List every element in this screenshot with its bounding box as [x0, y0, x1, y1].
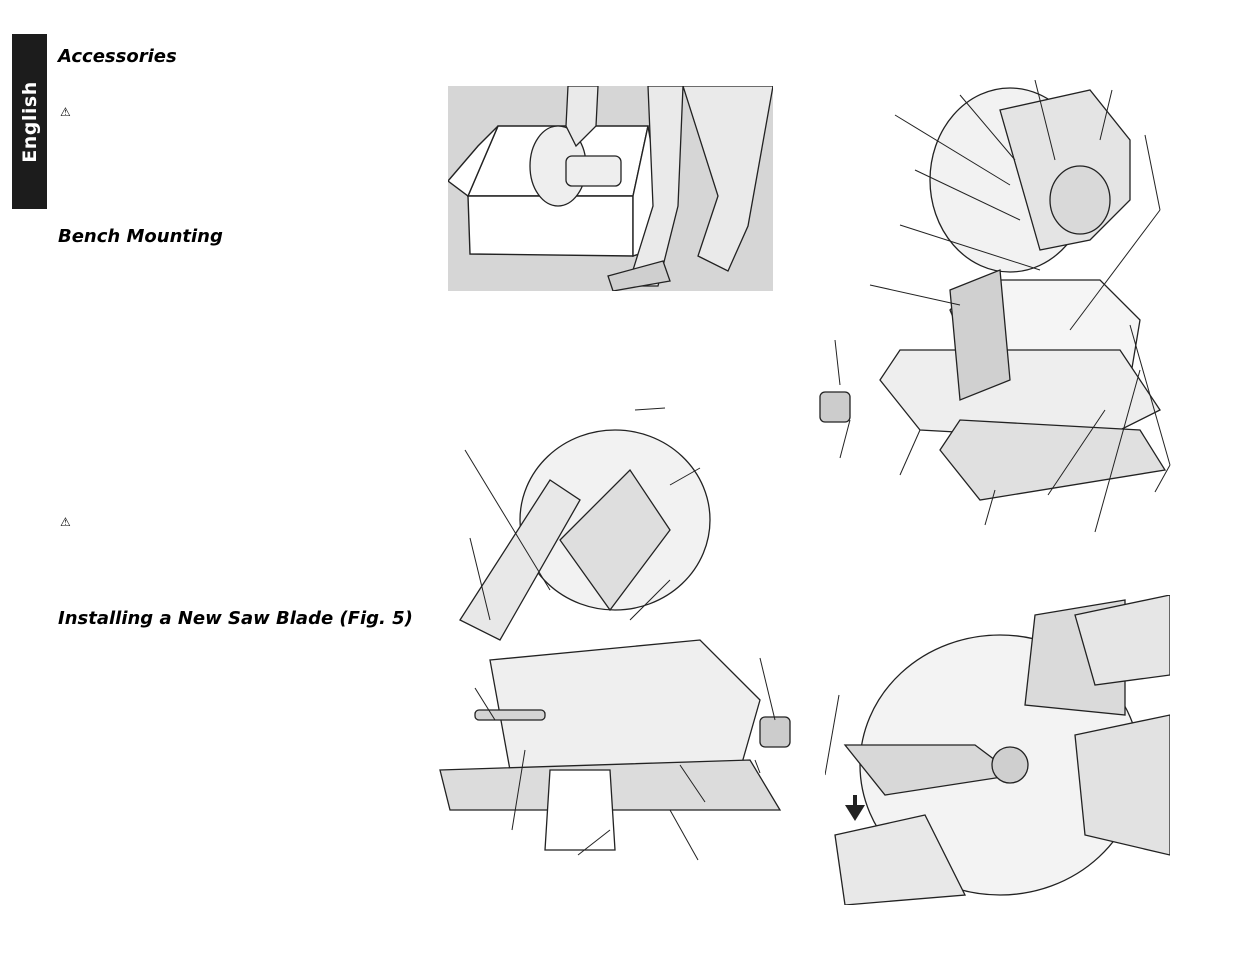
warning-triangle-icon: ⚠ [60, 105, 71, 119]
warning-triangle-icon: ⚠ [60, 515, 71, 529]
saw-in-carton [529, 125, 622, 207]
heading-accessories: Accessories [58, 46, 177, 67]
language-tab: English [12, 34, 47, 209]
saw-front-illustration [439, 429, 791, 851]
heading-bench-mounting: Bench Mounting [58, 226, 223, 247]
overview-callout-lines [834, 80, 1171, 533]
figure-saw-front [439, 407, 791, 861]
figure-unpacking [448, 86, 773, 291]
language-tab-label: English [18, 80, 41, 163]
blade-install-illustration [834, 595, 1170, 905]
figure-blade-install [825, 595, 1170, 905]
person-legs [565, 86, 773, 291]
front-callout-lines [464, 407, 776, 861]
figure-saw-overview [819, 80, 1171, 533]
arrow-down-icon [845, 805, 865, 821]
saw-overview-illustration [819, 87, 1167, 501]
blade-callout-line [825, 694, 840, 776]
heading-installing-saw-blade: Installing a New Saw Blade (Fig. 5) [58, 608, 413, 629]
